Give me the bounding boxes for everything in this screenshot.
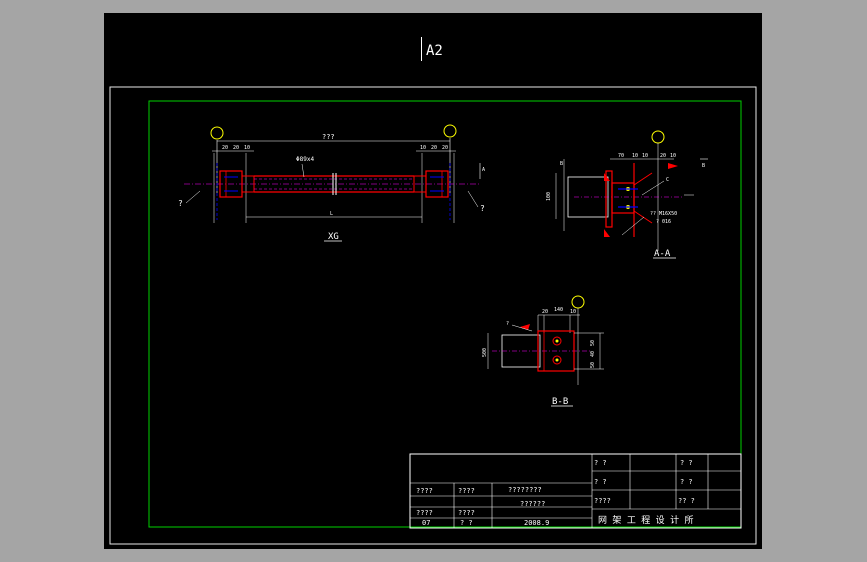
section-b-side-dim-2: 40 [590, 351, 596, 357]
section-a-circle [651, 130, 665, 144]
section-b-dim-1: 20 [542, 309, 548, 315]
section-a-dim-2: 10 [632, 153, 638, 159]
tb-cell: ?????? [520, 500, 545, 508]
tb-cell: ???????? [508, 486, 542, 494]
section-a-brace [633, 210, 653, 224]
sheet-size-label: A2 [421, 37, 443, 61]
right-axis-circle [443, 124, 457, 138]
title-block-border [409, 453, 742, 529]
right-sleeve [413, 175, 427, 193]
tb-date: 2008.9 [524, 519, 549, 527]
section-a-cut-left: B [560, 161, 563, 167]
sheet-size-text: A2 [426, 43, 443, 59]
weld-symbol [520, 324, 530, 330]
tb-cell: ? ? [680, 478, 693, 486]
tb-cell: ???? [458, 509, 475, 517]
left-dim-3: 10 [244, 145, 250, 151]
left-tag-leader [185, 190, 201, 204]
tb-cell: ? ? [594, 478, 607, 486]
tb-cell: ???? [594, 497, 611, 505]
section-a-dim-1: 70 [618, 153, 624, 159]
right-dim-1: 10 [420, 145, 426, 151]
left-dim-2: 20 [233, 145, 239, 151]
tb-cell: ???? [458, 487, 475, 495]
section-b-callout: ? [506, 321, 509, 327]
outer-frame [109, 86, 757, 545]
callout-c-leader [641, 180, 665, 196]
right-dim-2: 20 [431, 145, 437, 151]
section-a-height-text: 100 [546, 192, 552, 201]
callout-leader [511, 324, 533, 332]
tb-cell: ? ? [460, 519, 473, 527]
elevation-view-name: XG [328, 232, 339, 242]
right-tag-leader [467, 190, 479, 208]
left-tag: ? [178, 199, 183, 208]
left-sleeve [241, 175, 255, 193]
section-a-dim-3: 10 [642, 153, 648, 159]
right-tag: ? [480, 204, 485, 213]
bolt-note-sub: ? 016 [656, 219, 671, 225]
tb-cell: ?? ? [678, 497, 695, 505]
weld-symbol [668, 163, 678, 169]
tb-cell: ???? [416, 487, 433, 495]
section-b-left-dim-text: 500 [482, 348, 488, 357]
bolt-note-leader [621, 216, 645, 236]
section-b-plate [537, 330, 575, 372]
bolt-center [555, 339, 559, 343]
weld-symbol [604, 173, 610, 181]
section-b-side-dim-1: 50 [590, 340, 596, 346]
section-a-dim-4: 20 [660, 153, 666, 159]
weld-symbol [604, 229, 610, 237]
left-axis-circle [210, 126, 224, 140]
inner-border [148, 100, 742, 528]
tb-cell: ???? [416, 509, 433, 517]
tb-cell: ? ? [680, 459, 693, 467]
section-a-cut-right: B [702, 163, 705, 169]
section-marker-a: A [482, 167, 485, 173]
section-a-view-name: A-A [654, 249, 671, 259]
tb-company-name: 网 架 工 程 设 计 所 [598, 514, 694, 526]
bottom-mark: L [330, 211, 333, 217]
cad-canvas[interactable]: ??? 20 20 10 10 20 20 L [104, 13, 762, 549]
overall-dim-text: ??? [322, 133, 335, 141]
section-a-view[interactable]: B B 70 10 10 20 10 100 [546, 130, 708, 259]
bolt-note: ?? M16X50 [650, 211, 677, 217]
right-dim-3: 20 [442, 145, 448, 151]
tb-cell: ? ? [594, 459, 607, 467]
pipe-label: Φ89x4 [296, 156, 314, 163]
left-dim-1: 20 [222, 145, 228, 151]
bolt-center [555, 358, 559, 362]
callout-c: C [666, 177, 669, 183]
section-b-dim-2: 140 [554, 307, 563, 313]
drawing-viewport[interactable]: A2 ??? 20 20 10 10 20 20 [104, 13, 762, 549]
section-a-brace [633, 172, 653, 186]
sheet-size-tick [421, 37, 422, 61]
tb-cell: 07 [422, 519, 430, 527]
section-b-view[interactable]: 20 140 10 500 50 40 50 [482, 295, 604, 407]
section-a-gusset [611, 182, 635, 214]
section-b-side-dim-3: 50 [590, 362, 596, 368]
bolt-hole [552, 355, 562, 365]
section-a-dim-5: 10 [670, 153, 676, 159]
title-block[interactable]: ???? ???? ???????? ???? ???? ?????? 07 ?… [409, 453, 742, 529]
section-b-view-name: B-B [552, 397, 568, 407]
bolt-hole [552, 336, 562, 346]
section-b-circle [571, 295, 585, 309]
pipe-leader [301, 163, 305, 178]
elevation-view[interactable]: ??? 20 20 10 10 20 20 L [178, 124, 485, 242]
section-b-dim-3: 10 [570, 309, 576, 315]
